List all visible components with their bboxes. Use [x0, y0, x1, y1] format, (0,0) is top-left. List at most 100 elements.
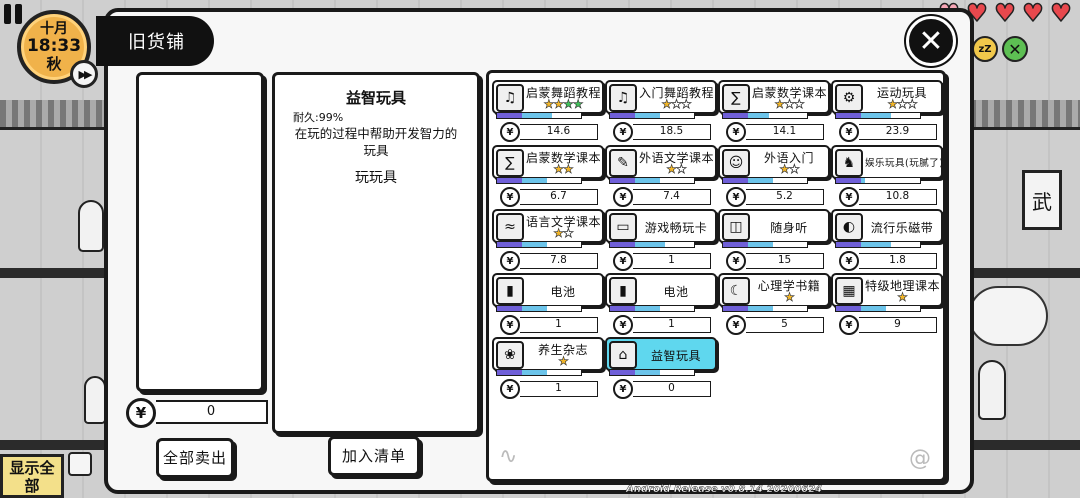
decor-swirl-icon: ∿ — [499, 444, 518, 469]
item-price-value: 15 — [746, 253, 824, 269]
show-all-button[interactable]: 显示全部 — [0, 454, 64, 498]
item-stars: ★ — [752, 290, 826, 304]
durability-fill-blue — [522, 370, 548, 375]
sell-total: ¥ 0 — [126, 398, 268, 428]
item-durability-bar — [496, 305, 582, 312]
item-price-value: 5 — [746, 317, 824, 333]
item-card[interactable]: ♞娱乐玩具(玩腻了) — [831, 145, 943, 179]
inventory-item[interactable]: ▮电池¥1 — [492, 273, 604, 335]
star-gold-icon: ★ — [779, 162, 790, 176]
pause-button[interactable] — [4, 4, 26, 26]
tools-button[interactable]: ✕ — [1002, 36, 1028, 62]
inventory-item[interactable]: ♞娱乐玩具(玩腻了)¥10.8 — [831, 145, 943, 207]
inventory-item[interactable]: ♫入门舞蹈教程★★★¥18.5 — [605, 80, 717, 142]
item-stars: ★★★★ — [526, 97, 600, 111]
sign-text: 武 — [1032, 189, 1052, 214]
durability-fill-purple — [610, 242, 636, 247]
inventory-item[interactable]: ▮电池¥1 — [605, 273, 717, 335]
durability-fill-blue — [748, 113, 770, 118]
inventory-item[interactable]: ▦特级地理课本★¥9 — [831, 273, 943, 335]
item-card[interactable]: ☾心理学书籍★ — [718, 273, 830, 307]
item-name: 入门舞蹈教程 — [639, 86, 715, 100]
item-name: 特级地理课本 — [865, 279, 941, 293]
inventory-item[interactable]: ▭游戏畅玩卡¥1 — [605, 209, 717, 271]
item-card[interactable]: ∑启蒙数学课本★★ — [492, 145, 604, 179]
sleep-button[interactable]: zZ — [972, 36, 998, 62]
item-card[interactable]: ♫入门舞蹈教程★★★ — [605, 80, 717, 114]
star-gold-icon: ★ — [666, 162, 677, 176]
inventory-item[interactable]: ∑启蒙数学课本★★¥6.7 — [492, 145, 604, 207]
item-card[interactable]: ◫随身听 — [718, 209, 830, 243]
inventory-item[interactable]: ⚙运动玩具★★★¥23.9 — [831, 80, 943, 142]
yen-coin-icon: ¥ — [726, 187, 746, 207]
fast-forward-button[interactable]: ▶▶ — [70, 60, 98, 88]
star-gold-icon: ★ — [553, 162, 564, 176]
inventory-item[interactable]: ❀养生杂志★ ¥1 — [492, 337, 604, 399]
heart-icon: ♥ — [1021, 0, 1044, 27]
clock-month: 十月 — [40, 20, 68, 37]
item-card[interactable]: ▮电池 — [492, 273, 604, 307]
inventory-item[interactable]: ◫随身听 ¥15 — [718, 209, 830, 271]
item-price: ¥15 — [726, 251, 824, 271]
star-gold-icon: ★ — [553, 226, 564, 240]
item-card[interactable]: ▮电池 — [605, 273, 717, 307]
close-button[interactable]: ✕ — [906, 16, 956, 66]
item-stars: ★ — [526, 354, 600, 368]
inventory-item[interactable]: ◐流行乐磁带¥1.8 — [831, 209, 943, 271]
item-card[interactable]: ⌂益智玩具 — [605, 337, 717, 371]
item-card[interactable]: ☺外语入门★★ — [718, 145, 830, 179]
durability-fill-blue — [748, 242, 774, 247]
durability-fill-purple — [497, 178, 523, 183]
item-card[interactable]: ▭游戏畅玩卡 — [605, 209, 717, 243]
star-gold-icon: ★ — [563, 162, 574, 176]
item-durability-bar — [835, 241, 921, 248]
durability-fill-purple — [836, 242, 862, 247]
durability-fill-purple — [610, 178, 636, 183]
yen-coin-icon: ¥ — [613, 122, 633, 142]
item-card[interactable]: ≈语言文学课本★★ — [492, 209, 604, 243]
item-stars: ★★★ — [865, 97, 939, 111]
item-card[interactable]: ∑启蒙数学课本★★★ — [718, 80, 830, 114]
durability-fill-purple — [497, 370, 523, 375]
star-gold-icon: ★ — [887, 97, 898, 111]
item-card[interactable]: ⚙ 运动玩具★★★ — [831, 80, 943, 114]
durability-fill-purple — [836, 178, 862, 183]
item-card[interactable]: ◐流行乐磁带 — [831, 209, 943, 243]
item-price: ¥1 — [500, 379, 598, 399]
durability-fill-blue — [748, 306, 774, 311]
item-name: 运动玩具 — [876, 86, 927, 100]
sport-toy-icon: ⚙ — [835, 84, 863, 112]
decor-swirl-icon: @ — [909, 446, 931, 471]
item-card[interactable]: ❀养生杂志★ — [492, 337, 604, 371]
star-gold-icon: ★ — [897, 290, 908, 304]
item-price-value: 5.2 — [746, 189, 824, 205]
item-card[interactable]: ♫启蒙舞蹈教程★★★★ — [492, 80, 604, 114]
durability-fill-purple — [610, 370, 636, 375]
fast-forward-icon: ▶▶ — [78, 67, 93, 81]
inventory-item[interactable]: ☺外语入门★★ ¥5.2 — [718, 145, 830, 207]
item-card[interactable]: ✎外语文学课本★★ — [605, 145, 717, 179]
inventory-item[interactable]: ♫启蒙舞蹈教程★★★★¥14.6 — [492, 80, 604, 142]
durability-fill-blue — [861, 306, 887, 311]
add-to-list-button[interactable]: 加入清单 — [328, 436, 420, 476]
shop-title-tab: 旧货铺 — [96, 16, 214, 66]
clock-season: 秋 — [46, 54, 62, 73]
sell-all-button[interactable]: 全部卖出 — [156, 438, 234, 478]
durability-fill-blue — [635, 178, 661, 183]
item-durability-bar — [722, 112, 808, 119]
clock-time: 18:33 — [26, 36, 82, 57]
item-card[interactable]: ▦特级地理课本★ — [831, 273, 943, 307]
inventory-item[interactable]: ⌂益智玩具¥0 — [605, 337, 717, 399]
star-empty-icon: ★ — [671, 97, 683, 111]
durability-fill-purple — [723, 113, 749, 118]
inventory-item[interactable]: ☾心理学书籍★¥5 — [718, 273, 830, 335]
inventory-item[interactable]: ≈语言文学课本★★¥7.8 — [492, 209, 604, 271]
yen-coin-icon: ¥ — [613, 187, 633, 207]
inventory-chip-icon[interactable] — [68, 452, 92, 476]
item-price-value: 7.8 — [520, 253, 598, 269]
inventory-item[interactable]: ∑启蒙数学课本★★★¥14.1 — [718, 80, 830, 142]
inventory-item[interactable]: ✎外语文学课本★★¥7.4 — [605, 145, 717, 207]
sell-list-box[interactable] — [136, 72, 264, 392]
robot-toy-icon: ♞ — [835, 149, 863, 177]
item-price-value: 1 — [633, 317, 711, 333]
